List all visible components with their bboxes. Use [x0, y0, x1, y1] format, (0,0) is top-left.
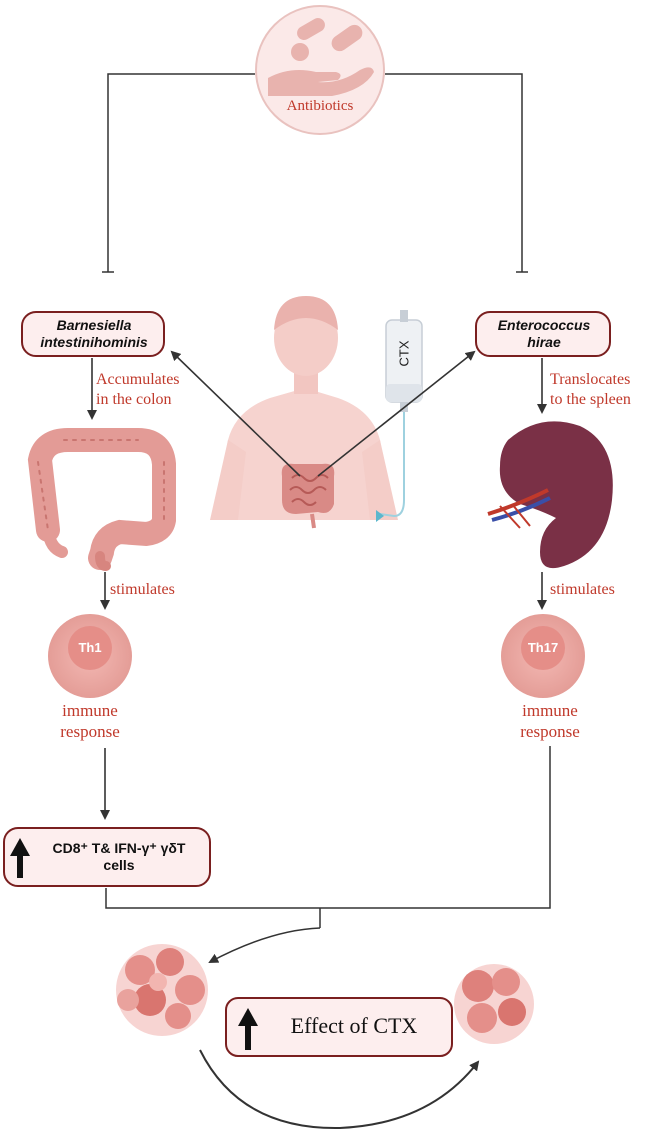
- ctx-iv-bag: [376, 310, 423, 522]
- barnesiella-label-line1: Barnesiella: [56, 317, 132, 333]
- antibiotics-icon: [255, 5, 385, 135]
- accumulates-label: Accumulates in the colon: [96, 370, 196, 410]
- stimulates-left-label: stimulates: [110, 581, 175, 598]
- enterococcus-label-line2: hirae: [527, 334, 561, 350]
- enterococcus-label: Enterococcus hirae: [476, 317, 612, 351]
- spleen-icon: [487, 421, 613, 569]
- enterococcus-label-line1: Enterococcus: [497, 317, 591, 333]
- arrow-to-enterococcus: [317, 350, 476, 477]
- translocates-label: Translocates to the spleen: [550, 370, 645, 410]
- increase-arrow-icon: [10, 838, 30, 878]
- effect-box: [225, 997, 453, 1057]
- cd8-cells-line2: cells: [103, 857, 135, 873]
- arrow-to-barnesiella: [170, 350, 301, 477]
- cd8-cells-label: CD8⁺ T& IFN-γ⁺ γδT cells: [34, 840, 204, 874]
- antibiotics-label: Antibiotics: [286, 98, 354, 114]
- accumulates-line2: in the colon: [96, 391, 172, 408]
- translocates-line2: to the spleen: [550, 391, 631, 408]
- convergence-lines: [105, 746, 551, 928]
- colon-icon: [27, 428, 176, 571]
- th1-response-line1: immune: [62, 701, 118, 720]
- stimulates-right-label: stimulates: [550, 581, 615, 598]
- antibiotic-inhibition-lines: [102, 73, 528, 273]
- th17-response-label: immune response: [500, 700, 600, 742]
- barnesiella-box: [21, 311, 165, 357]
- th1-response-label: immune response: [40, 700, 140, 742]
- cd8-cells-line1: CD8⁺ T& IFN-γ⁺ γδT: [52, 840, 186, 856]
- translocates-line1: Translocates: [550, 371, 631, 388]
- ctx-drug-label: CTX: [396, 340, 412, 367]
- th1-cell-icon: [48, 614, 132, 698]
- th17-response-line1: immune: [522, 701, 578, 720]
- curved-arrow-to-smaller-tumor: [199, 1049, 480, 1130]
- effect-of-ctx-label: Effect of CTX: [290, 1013, 418, 1038]
- enterococcus-box: [475, 311, 611, 357]
- accumulates-line1: Accumulates: [96, 371, 180, 388]
- curved-arrow-to-tumor: [208, 927, 321, 963]
- tumor-right-icon: [454, 964, 534, 1044]
- th1-response-line2: response: [60, 722, 120, 741]
- increase-effect-arrow-icon: [238, 1008, 258, 1050]
- th17-label: Th17: [527, 640, 559, 655]
- patient-figure: [210, 296, 398, 520]
- barnesiella-label: Barnesiella intestinihominis: [22, 317, 166, 351]
- th17-response-line2: response: [520, 722, 580, 741]
- th1-label: Th1: [78, 640, 102, 655]
- barnesiella-label-line2: intestinihominis: [40, 334, 148, 350]
- cd8-cells-box: [3, 827, 211, 887]
- th17-cell-icon: [501, 614, 585, 698]
- tumor-left-icon: [116, 944, 208, 1036]
